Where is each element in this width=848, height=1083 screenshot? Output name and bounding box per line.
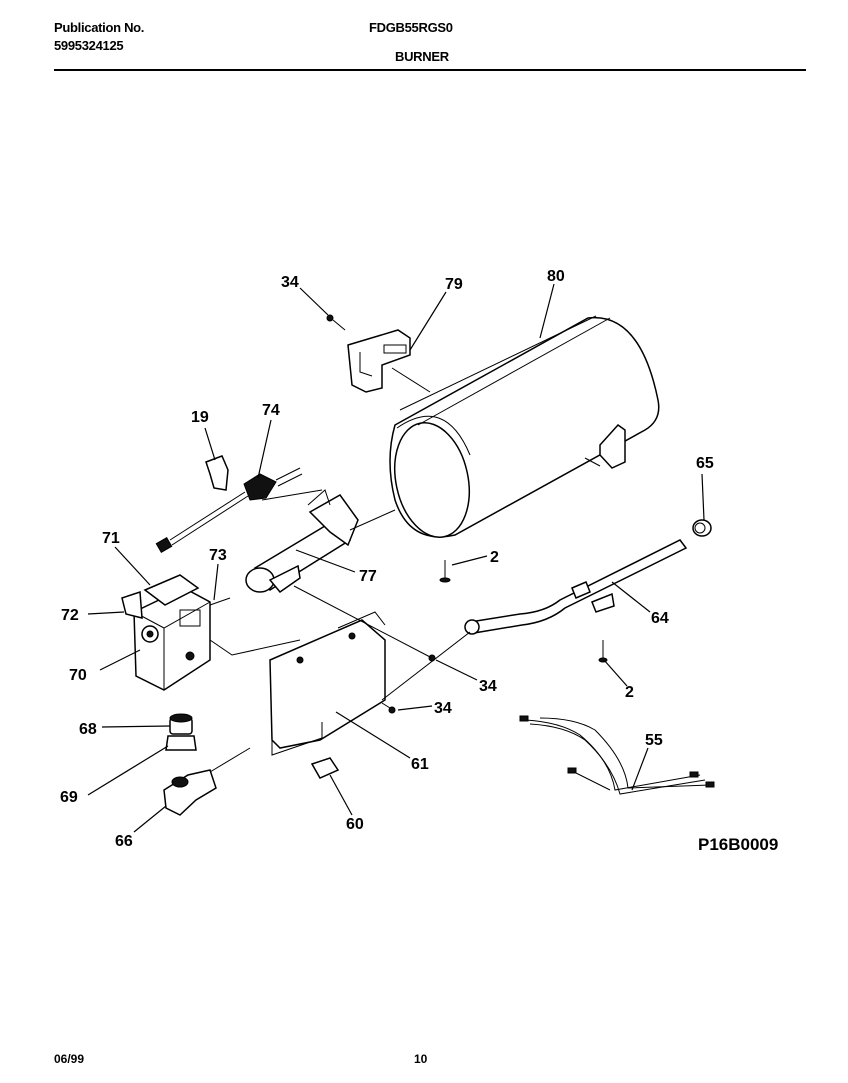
diagram-code: P16B0009: [698, 835, 778, 854]
footer-date: 06/99: [54, 1052, 85, 1066]
header-rule: [54, 69, 806, 71]
callout-55: 55: [645, 732, 663, 749]
screw-2-upper: [439, 560, 451, 583]
callout-73: 73: [209, 547, 227, 564]
screw-34-low: [381, 702, 396, 714]
callout-70: 70: [69, 667, 87, 684]
callout-74: 74: [262, 402, 280, 419]
callout-61: 61: [411, 756, 429, 773]
screw-2-lower: [598, 640, 608, 663]
callout-80: 80: [547, 268, 565, 285]
igniter-74: [155, 467, 303, 554]
callout-60: 60: [346, 816, 364, 833]
callout-66: 66: [115, 833, 133, 850]
cap-65: [692, 519, 712, 537]
callout-68: 68: [79, 721, 97, 738]
callout-71: 71: [102, 530, 120, 547]
nut-69: [165, 735, 197, 751]
callout-34-top: 34: [281, 274, 299, 291]
callout-2-upper: 2: [490, 549, 499, 566]
callout-69: 69: [60, 789, 78, 806]
callout-34-low: 34: [434, 700, 452, 717]
clip-60: [310, 757, 340, 779]
burner-housing-80: [389, 315, 660, 538]
elbow-66: [163, 747, 251, 816]
callout-64: 64: [651, 610, 669, 627]
model-number: FDGB55RGS0: [369, 20, 453, 35]
wire-harness-55: [519, 715, 715, 795]
gas-valve-70: [121, 574, 231, 691]
callout-34-mid: 34: [479, 678, 497, 695]
screw-34-top: [326, 314, 346, 331]
callout-77: 77: [359, 568, 377, 585]
section-title: BURNER: [395, 49, 449, 64]
callout-79: 79: [445, 276, 463, 293]
gas-line-64: [464, 539, 688, 635]
publication-label: Publication No.: [54, 20, 145, 35]
callout-65: 65: [696, 455, 714, 472]
bracket-79: [347, 329, 411, 393]
fitting-68: [169, 713, 193, 735]
callout-19: 19: [191, 409, 209, 426]
callout-2-lower: 2: [625, 684, 634, 701]
page-number: 10: [414, 1052, 428, 1066]
callout-72: 72: [61, 607, 79, 624]
mounting-bracket-61: [269, 611, 386, 756]
leader-lines: [87, 283, 705, 833]
burner-tube-77: [245, 489, 359, 594]
publication-number: 5995324125: [54, 38, 124, 53]
clip-19: [205, 455, 229, 491]
assembly-lines: [209, 367, 471, 701]
